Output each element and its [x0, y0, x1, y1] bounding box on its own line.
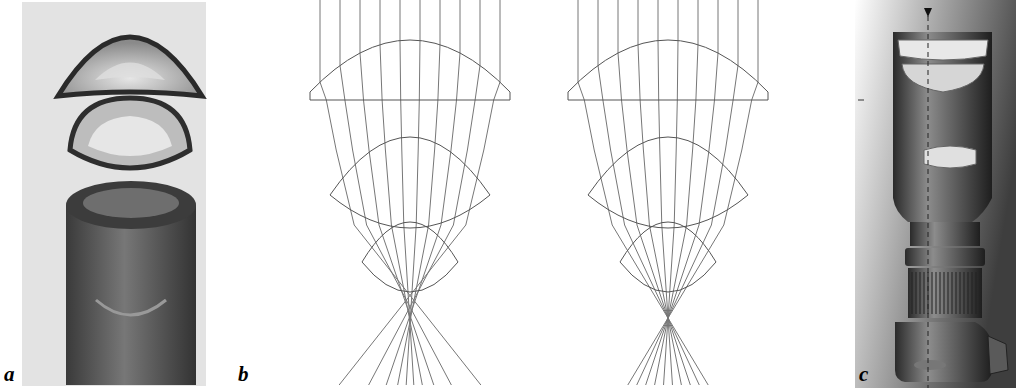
ray-diagram	[310, 0, 768, 385]
panel-letter: c	[859, 364, 868, 385]
camera-lens	[855, 0, 1016, 388]
panel-letter-text: b	[238, 362, 249, 386]
lens-micrograph	[22, 2, 206, 386]
panel-letter-text: c	[859, 362, 868, 386]
panel-letter: a	[4, 364, 15, 385]
panel-letter: b	[238, 364, 249, 385]
panel-letter-text: a	[4, 362, 15, 386]
